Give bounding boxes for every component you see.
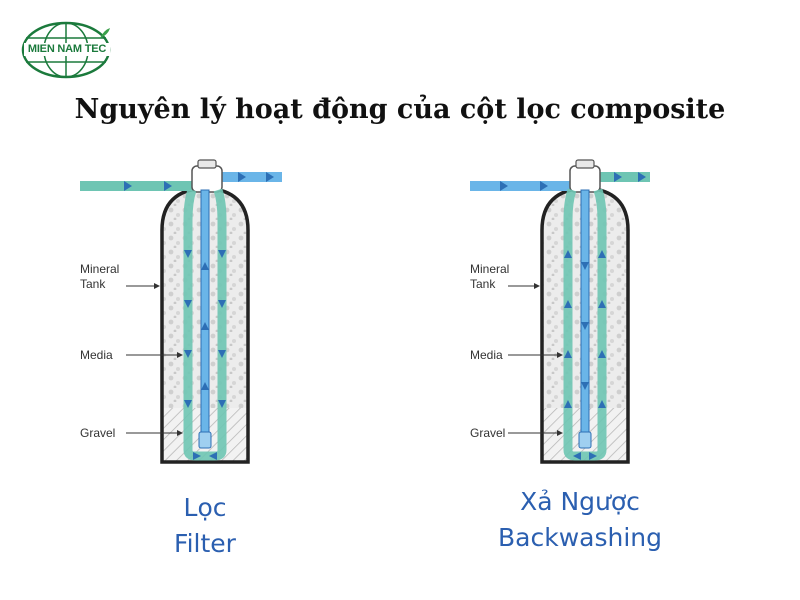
label-gravel-right: Gravel <box>470 426 506 440</box>
label-mineral-tank-left: Mineral Tank <box>80 262 120 291</box>
caption-filter: Lọc Filter <box>174 493 236 558</box>
filter-tank <box>80 159 282 464</box>
label-mineral-tank-right: Mineral Tank <box>470 262 510 291</box>
caption-backwashing: Xả Ngược Backwashing <box>498 487 662 552</box>
page-title: Nguyên lý hoạt động của cột lọc composit… <box>74 94 726 125</box>
label-media-left: Media <box>80 348 113 362</box>
backwash-tank <box>470 159 650 464</box>
logo-text: MIEN NAM TEC <box>24 43 110 56</box>
label-gravel-left: Gravel <box>80 426 116 440</box>
filter-diagram <box>80 159 650 464</box>
label-media-right: Media <box>470 348 503 362</box>
